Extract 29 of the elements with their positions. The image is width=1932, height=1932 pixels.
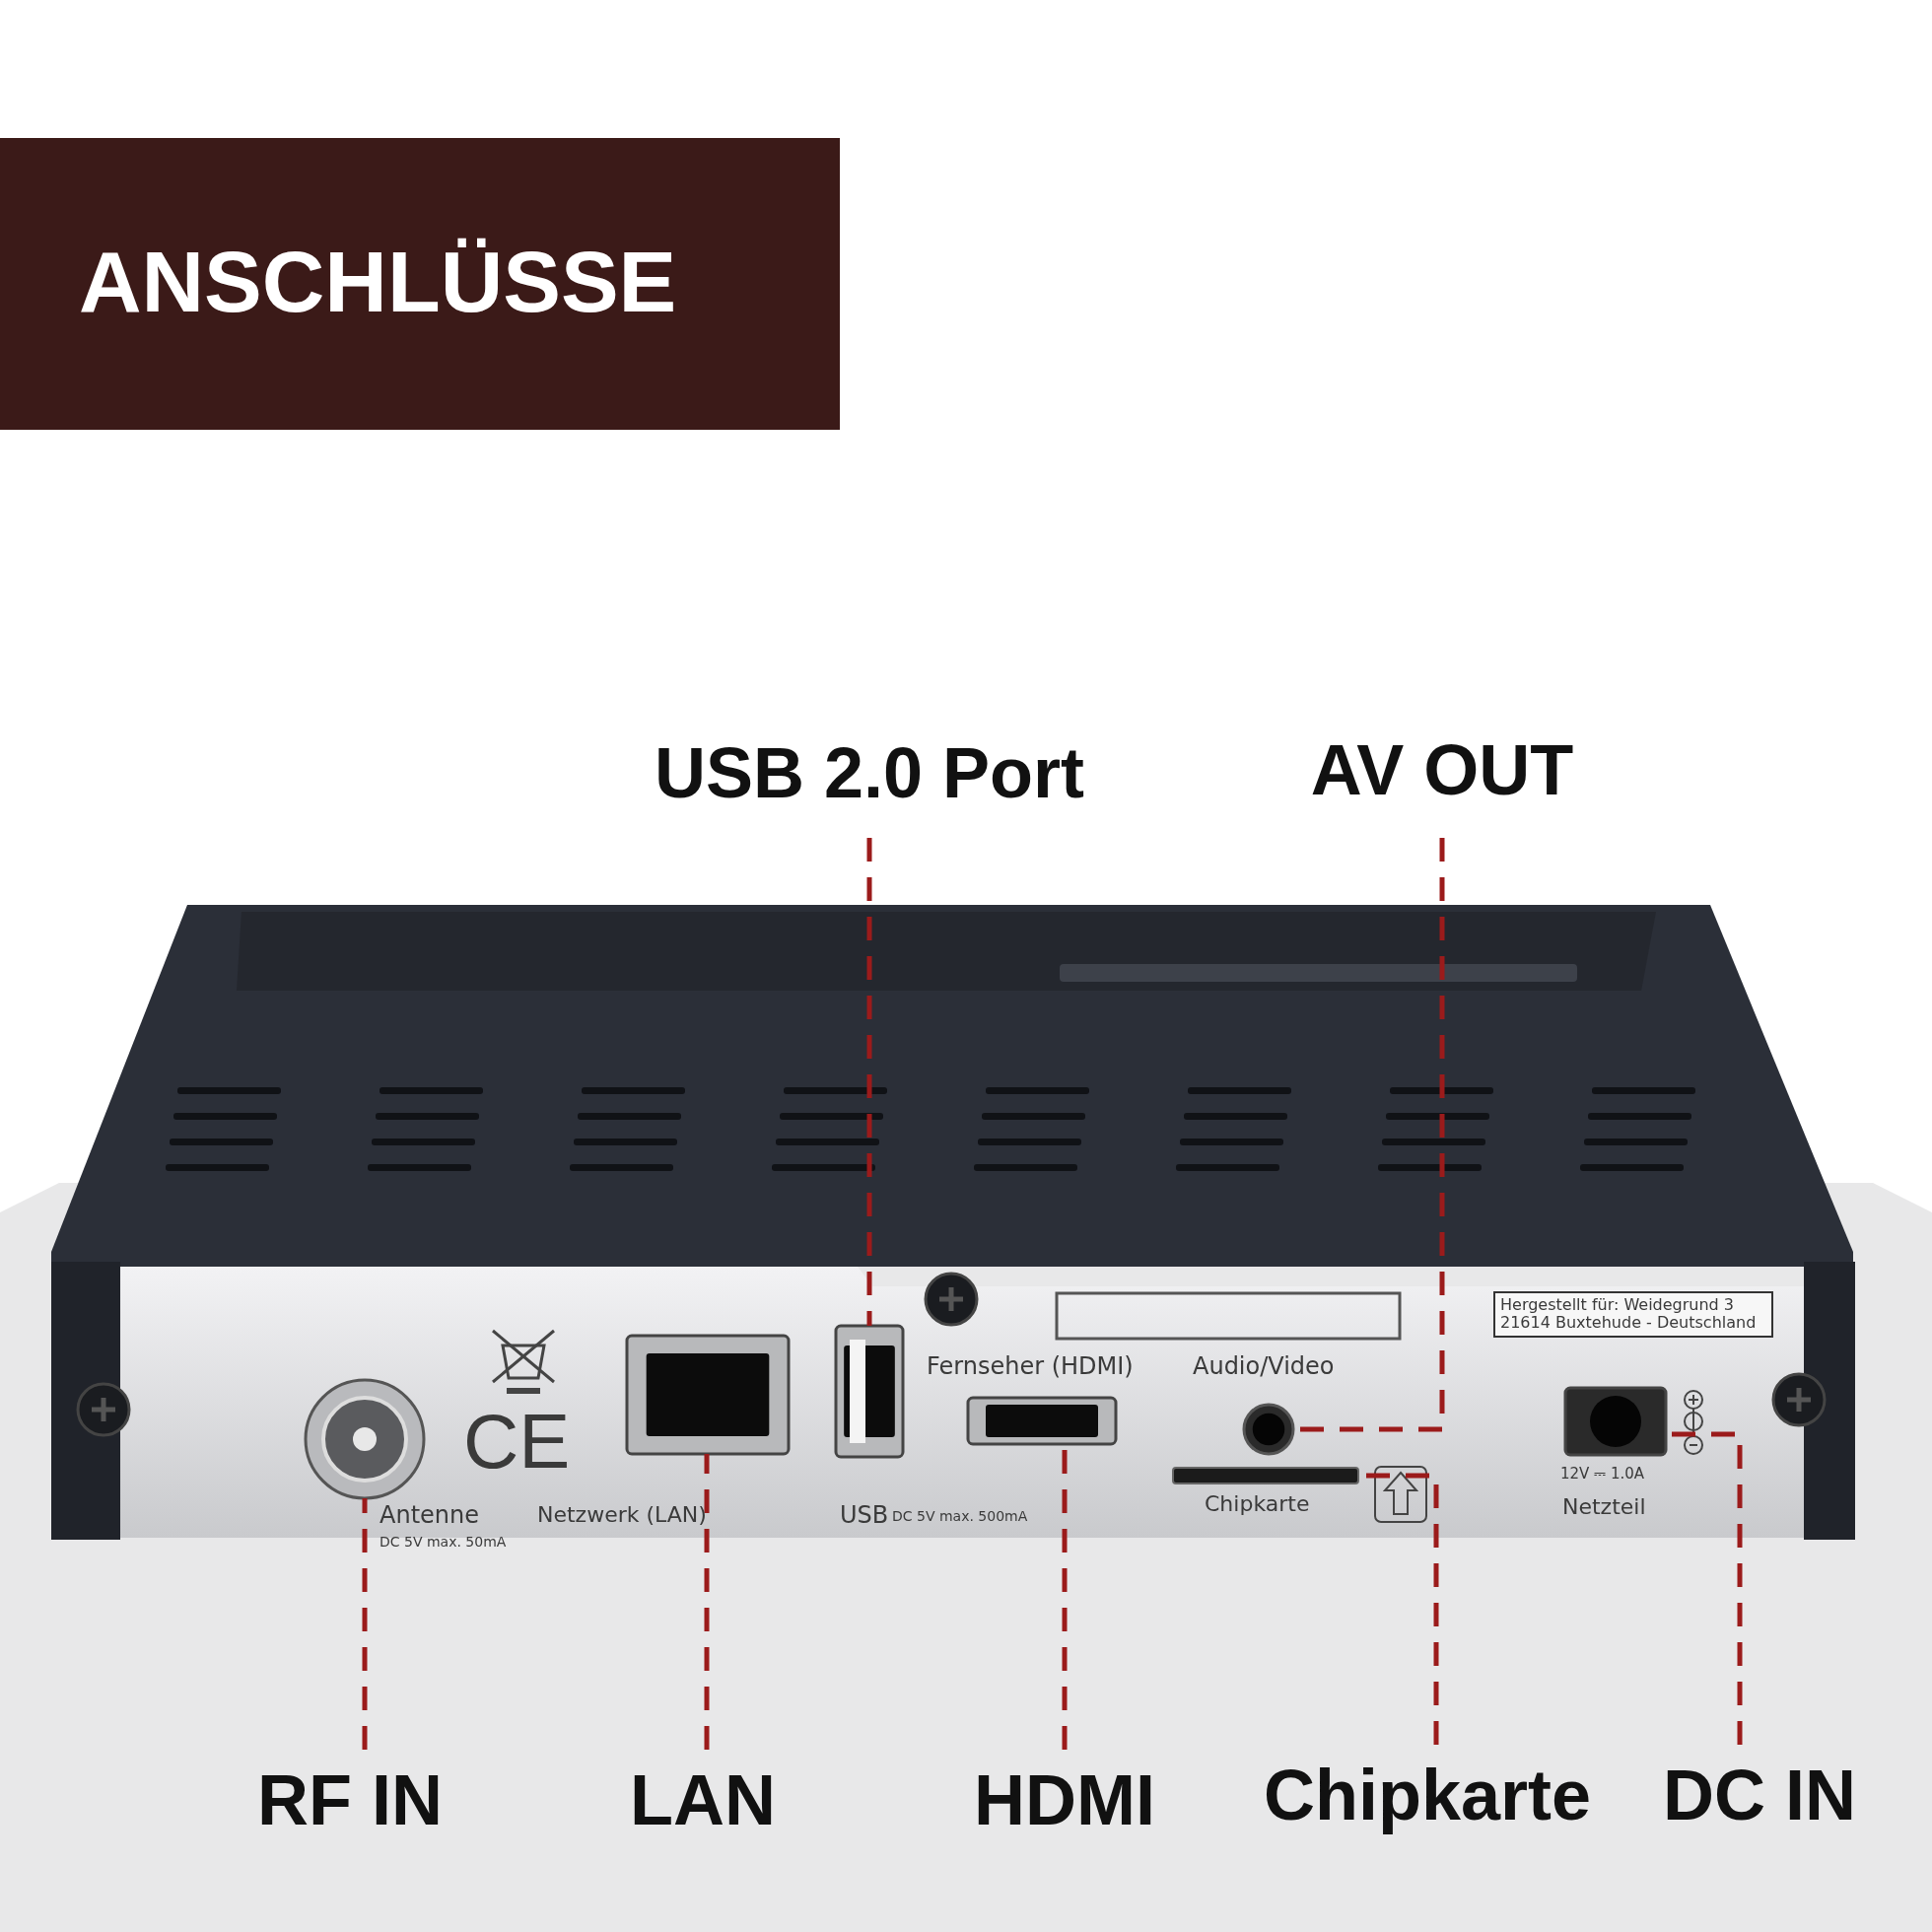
av-jack: [1242, 1403, 1295, 1456]
callout-label: LAN: [630, 1764, 776, 1835]
hdmi-port: [966, 1396, 1118, 1446]
callout-label: HDMI: [974, 1764, 1155, 1835]
manufacturer-address: Hergestellt für: Weidegrund 3 21614 Buxtehude - Deutschland: [1493, 1291, 1773, 1338]
ce-mark: CE: [463, 1398, 571, 1486]
callout-label: DC IN: [1663, 1760, 1856, 1830]
port-caption: Netzteil: [1562, 1494, 1646, 1520]
leader-line: [704, 1454, 710, 1750]
power-rating: 12V ⎓ 1.0A: [1560, 1466, 1644, 1484]
title-banner: ANSCHLÜSSE: [0, 138, 840, 430]
callout-label: USB 2.0 Port: [654, 737, 1085, 808]
port-caption: USB: [840, 1502, 889, 1530]
antenna-socket: [304, 1378, 426, 1500]
callout-label: AV OUT: [1310, 734, 1574, 805]
leader-line: [866, 838, 872, 1326]
dc-jack: [1563, 1386, 1668, 1457]
usb-port: [834, 1324, 905, 1459]
port-caption: Fernseher (HDMI): [927, 1353, 1134, 1381]
port-caption: Netzwerk (LAN): [537, 1502, 707, 1528]
port-caption: Audio/Video: [1193, 1353, 1335, 1381]
callout-label: RF IN: [257, 1764, 443, 1835]
power-rating: DC 5V max. 500mA: [892, 1508, 1028, 1525]
port-caption: Chipkarte: [1205, 1491, 1310, 1517]
card-slot: [1172, 1467, 1359, 1484]
leader-line: [362, 1498, 368, 1750]
lan-port: [625, 1334, 791, 1456]
power-rating: DC 5V max. 50mA: [380, 1534, 507, 1551]
port-caption: Antenne: [380, 1502, 479, 1530]
